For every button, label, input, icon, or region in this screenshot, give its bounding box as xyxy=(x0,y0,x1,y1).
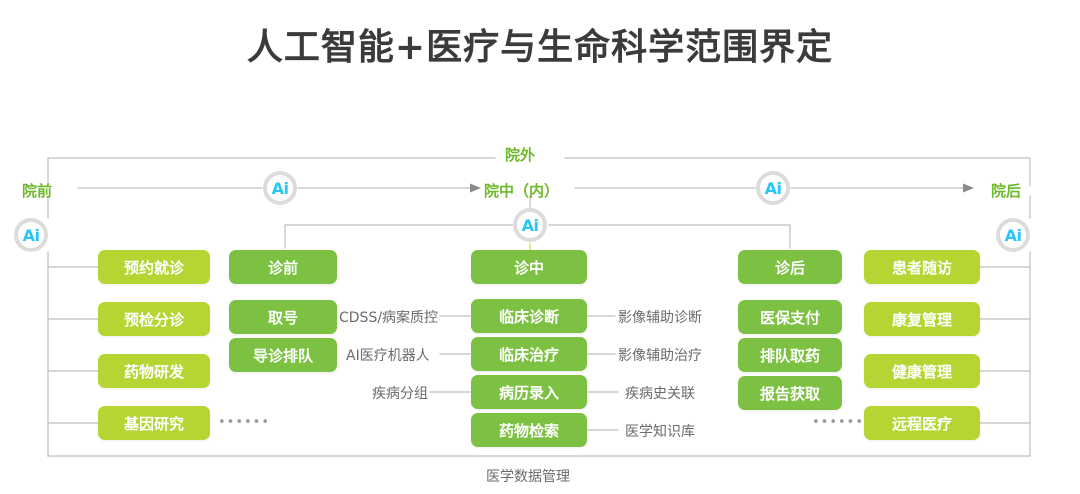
box-in-visit-3[interactable]: 临床治疗 xyxy=(471,337,587,371)
box-post-hospital-2[interactable]: 康复管理 xyxy=(864,302,980,336)
caption-image-assisted-treatment: 影像辅助治疗 xyxy=(618,348,702,364)
ai-badge-in-to-post[interactable]: Ai xyxy=(756,171,790,205)
box-post-visit-2[interactable]: 医保支付 xyxy=(738,300,842,334)
ai-badge-right-stage[interactable]: Ai xyxy=(996,218,1030,252)
box-pre-hospital-2[interactable]: 预检分诊 xyxy=(98,302,210,336)
box-in-visit-5[interactable]: 药物检索 xyxy=(471,413,587,447)
box-pre-visit-1[interactable]: 诊前 xyxy=(229,250,337,284)
box-pre-visit-2[interactable]: 取号 xyxy=(229,300,337,334)
box-in-visit-1[interactable]: 诊中 xyxy=(471,250,587,284)
box-in-visit-2[interactable]: 临床诊断 xyxy=(471,299,587,333)
stage-label-in: 院中（内） xyxy=(484,182,560,200)
box-post-visit-1[interactable]: 诊后 xyxy=(738,250,842,284)
box-post-hospital-1[interactable]: 患者随访 xyxy=(864,250,980,284)
ai-badge-inner-center[interactable]: Ai xyxy=(513,208,547,242)
page-title: 人工智能+医疗与生命科学范围界定 xyxy=(246,27,834,68)
box-post-hospital-4[interactable]: 远程医疗 xyxy=(864,406,980,440)
caption-disease-grouping: 疾病分组 xyxy=(372,386,428,402)
ellipsis-pre-hospital: •••••• xyxy=(218,415,271,430)
ai-badge-left-stage[interactable]: Ai xyxy=(14,218,48,252)
box-pre-visit-3[interactable]: 导诊排队 xyxy=(229,338,337,372)
box-pre-hospital-1[interactable]: 预约就诊 xyxy=(98,250,210,284)
box-in-visit-4[interactable]: 病历录入 xyxy=(471,375,587,409)
ellipsis-post-hospital: •••••• xyxy=(812,415,865,430)
box-post-hospital-3[interactable]: 健康管理 xyxy=(864,354,980,388)
caption-ai-medical-robot: AI医疗机器人 xyxy=(346,348,430,364)
caption-image-assisted-diagnosis: 影像辅助诊断 xyxy=(618,310,702,326)
bottom-label-data-management: 医学数据管理 xyxy=(486,469,570,485)
stage-label-outer: 院外 xyxy=(505,146,536,164)
caption-medical-knowledge-base: 医学知识库 xyxy=(625,424,695,440)
stage-label-post: 院后 xyxy=(991,182,1022,200)
stage-label-pre: 院前 xyxy=(22,182,53,200)
caption-disease-history-link: 疾病史关联 xyxy=(625,386,695,402)
box-post-visit-4[interactable]: 报告获取 xyxy=(738,376,842,410)
box-pre-hospital-4[interactable]: 基因研究 xyxy=(98,406,210,440)
caption-cdss: CDSS/病案质控 xyxy=(339,310,439,326)
ai-badge-pre-to-in[interactable]: Ai xyxy=(263,171,297,205)
box-pre-hospital-3[interactable]: 药物研发 xyxy=(98,354,210,388)
box-post-visit-3[interactable]: 排队取药 xyxy=(738,338,842,372)
